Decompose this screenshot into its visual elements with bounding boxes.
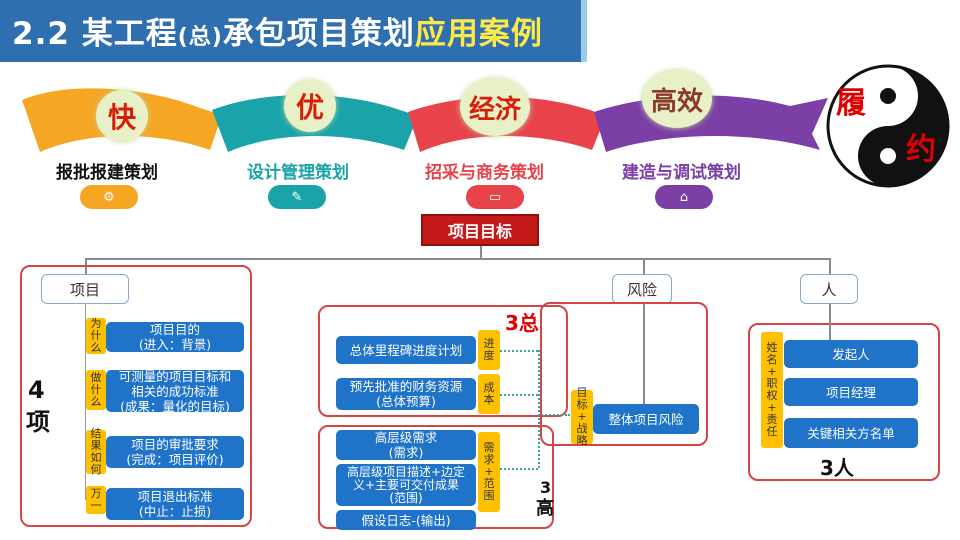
people-spine [829, 304, 831, 340]
assumption-log-box: 假设日志-(输出) [336, 510, 476, 530]
title-number: 2.2 [12, 16, 70, 52]
project-spine [85, 304, 86, 500]
budget-box: 预先批准的财务资源 (总体预算) [336, 378, 476, 410]
three-high-unit: 高 [536, 498, 554, 519]
category-risk: 风险 [612, 274, 672, 304]
dotted-link-vertical [538, 350, 540, 468]
gear-icon: ⚙ [80, 185, 138, 209]
tag-cost: 成 本 [478, 374, 500, 414]
tag-name-authority-responsibility: 姓 名 + 职 权 + 责 任 [761, 332, 783, 448]
project-purpose-box: 项目目的 (进入：背景) [106, 322, 244, 352]
line-people [829, 258, 831, 274]
dotted-link-risk [538, 414, 570, 416]
title-main: 某工程 [81, 16, 178, 52]
page-title: 2.2 某工程(总)承包项目策划应用案例 [12, 8, 543, 53]
stage-label-procurement: 招采与商务策划 [425, 163, 544, 183]
three-total-label: 3总 [505, 311, 539, 335]
project-tag-why: 为 什 么 [86, 318, 106, 354]
tag-schedule: 进 度 [478, 330, 500, 370]
building-icon: ⌂ [655, 185, 713, 209]
project-count-number: 4 [28, 376, 45, 404]
tree-horizontal-line [85, 258, 830, 260]
sponsor-box: 发起人 [784, 340, 918, 368]
project-approval-box: 项目的审批要求 (完成：项目评价) [106, 436, 244, 468]
contract-char-2: 约 [906, 132, 936, 167]
project-tag-result: 结 果 如 何 [86, 428, 106, 476]
stage-label-approval: 报批报建策划 [56, 163, 158, 183]
risk-frame [540, 302, 708, 446]
title-bar [0, 0, 587, 62]
stage-badge-efficiency: 高效 [642, 70, 712, 128]
project-exit-box: 项目退出标准 (中止：止损) [106, 488, 244, 520]
stakeholder-list-box: 关键相关方名单 [784, 418, 918, 448]
tag-requirements-scope: 需 求 + 范 围 [478, 432, 500, 512]
line-risk [643, 258, 645, 274]
stage-label-construction: 建造与调试策划 [622, 163, 741, 183]
stage-label-design: 设计管理策划 [247, 163, 349, 183]
three-high-number: 3 [540, 478, 552, 497]
yin-yang-icon [826, 64, 950, 188]
project-tag-what: 做 什 么 [86, 370, 106, 410]
milestone-schedule-box: 总体里程碑进度计划 [336, 336, 476, 364]
category-project: 项目 [41, 274, 129, 304]
high-level-requirements-box: 高层级需求 (需求) [336, 430, 476, 460]
project-tag-ifany: 万 一 [86, 486, 106, 514]
project-goal-box: 项目目标 [421, 214, 539, 246]
people-frame [748, 323, 940, 481]
project-manager-box: 项目经理 [784, 378, 918, 406]
three-total-frame [318, 305, 568, 417]
title-rest: 承包项目策划 [222, 16, 415, 52]
stage-badge-quality: 优 [284, 80, 336, 132]
title-highlight: 应用案例 [414, 16, 543, 52]
stage-badge-fast: 快 [96, 90, 148, 142]
goal-connector [480, 246, 482, 258]
truck-icon: ▭ [466, 185, 524, 209]
project-objectives-box: 可测量的项目目标和 相关的成功标准 (成果：量化的目标) [106, 369, 244, 414]
title-small: (总) [177, 25, 223, 50]
tag-goal-strategy: 目 标 + 战 略 [571, 387, 593, 447]
dotted-link-cost [500, 394, 538, 396]
category-people: 人 [800, 274, 858, 304]
project-count-unit: 项 [26, 408, 50, 436]
stage-badge-economy: 经济 [460, 78, 530, 136]
design-tools-icon: ✎ [268, 185, 326, 209]
overall-risk-box: 整体项目风险 [593, 404, 699, 434]
risk-spine [643, 304, 645, 404]
dotted-link-schedule [500, 350, 538, 352]
project-frame [20, 265, 252, 527]
people-count-label: 3人 [820, 456, 854, 480]
contract-char-1: 履 [836, 86, 866, 121]
dotted-link-scope [500, 468, 538, 470]
project-description-box: 高层级项目描述+边定 义+主要可交付成果 (范围) [336, 464, 476, 506]
